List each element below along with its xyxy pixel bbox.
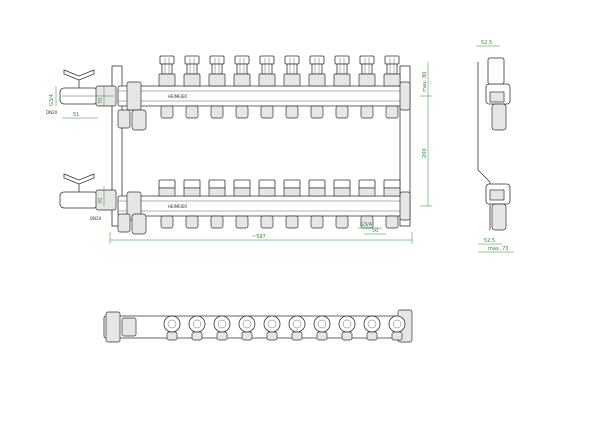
top-view-outlet bbox=[263, 315, 281, 341]
dim-center-distance: 200 bbox=[422, 148, 428, 158]
dim-top-offset: 70 bbox=[98, 98, 104, 104]
top-view-outlet bbox=[288, 315, 306, 341]
front-view: HEIMEIER HEIMEIER DN20 DN20 G3/4 bbox=[46, 55, 432, 244]
flow-meter bbox=[233, 55, 251, 119]
top-view-outlet bbox=[363, 315, 381, 341]
flow-meter bbox=[258, 55, 276, 119]
side-view: 52.5 52.5 max. 73 bbox=[476, 40, 514, 253]
dim-height-right: max. 80 bbox=[422, 72, 428, 92]
flow-meter bbox=[383, 55, 401, 119]
flow-meter bbox=[308, 55, 326, 119]
top-view-outlet bbox=[188, 315, 206, 341]
dim-thread-left: G3/4 bbox=[49, 94, 55, 106]
valve-row bbox=[158, 179, 401, 229]
supply-bar bbox=[117, 85, 409, 107]
dim-outlet-pitch: 50 bbox=[372, 228, 378, 234]
dim-thread-outlet: G3/4 bbox=[360, 222, 372, 228]
right-bracket bbox=[399, 65, 411, 227]
shutoff-valve bbox=[308, 179, 326, 229]
top-view-outlet bbox=[213, 315, 231, 341]
shutoff-valve bbox=[208, 179, 226, 229]
shutoff-valve bbox=[383, 179, 401, 229]
dim-side-bottom: 52.5 bbox=[484, 238, 495, 244]
shutoff-valve bbox=[233, 179, 251, 229]
ball-valve-bottom bbox=[59, 173, 117, 211]
flow-meter bbox=[158, 55, 176, 119]
flow-meter bbox=[333, 55, 351, 119]
top-view-outlet bbox=[163, 315, 181, 341]
dim-pitch-left: 51 bbox=[73, 112, 79, 118]
shutoff-valve bbox=[258, 179, 276, 229]
top-view bbox=[103, 309, 413, 343]
valve-label-top: DN20 bbox=[46, 110, 58, 115]
flow-meter-row bbox=[158, 55, 401, 119]
dim-side-top: 52.5 bbox=[481, 40, 492, 46]
flow-meter bbox=[283, 55, 301, 119]
brand-label-top: HEIMEIER bbox=[168, 94, 187, 99]
top-view-outlet bbox=[313, 315, 331, 341]
dim-bottom-offset: 70 bbox=[98, 198, 104, 204]
shutoff-valve bbox=[158, 179, 176, 229]
return-bar bbox=[117, 195, 409, 217]
brand-label-bottom: HEIMEIER bbox=[168, 204, 187, 209]
flow-meter bbox=[208, 55, 226, 119]
top-view-outlet bbox=[338, 315, 356, 341]
ball-valve-top bbox=[59, 69, 117, 107]
shutoff-valve bbox=[283, 179, 301, 229]
flow-meter bbox=[183, 55, 201, 119]
left-bracket bbox=[111, 65, 123, 227]
top-view-outlet bbox=[388, 315, 406, 341]
shutoff-valve bbox=[358, 179, 376, 229]
shutoff-valve bbox=[333, 179, 351, 229]
shutoff-valve bbox=[183, 179, 201, 229]
top-view-outlet bbox=[238, 315, 256, 341]
valve-label-bottom: DN20 bbox=[90, 216, 102, 221]
dim-side-max: max. 73 bbox=[488, 246, 508, 252]
dim-total-length: ~597 bbox=[252, 234, 266, 240]
flow-meter bbox=[358, 55, 376, 119]
